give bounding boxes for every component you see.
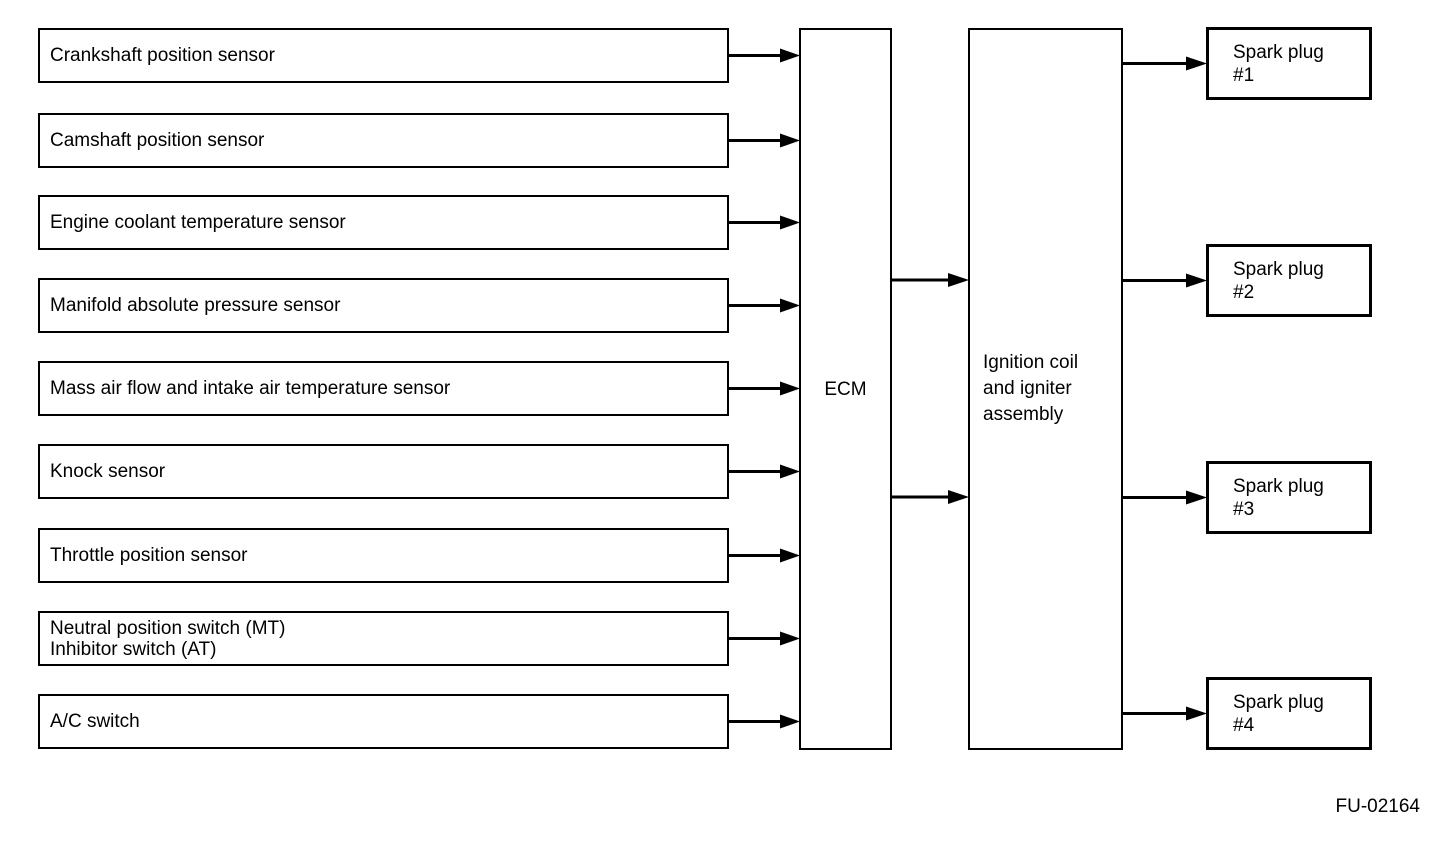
input-box-label: Engine coolant temperature sensor bbox=[50, 212, 346, 233]
arrow-ignition-to-spark-plug-4 bbox=[1123, 706, 1207, 721]
spark-plug-label: Spark plug #1 bbox=[1233, 41, 1324, 86]
arrow-neutral-inhibitor-to-ecm bbox=[729, 631, 800, 646]
input-box-mass-air-flow-and-intake-air-temperature-sensor: Mass air flow and intake air temperature… bbox=[38, 361, 729, 416]
arrow-camshaft-to-ecm bbox=[729, 133, 800, 148]
input-box-throttle-position-sensor: Throttle position sensor bbox=[38, 528, 729, 583]
arrow-knock-sensor-to-ecm bbox=[729, 464, 800, 479]
arrow-ignition-to-spark-plug-2 bbox=[1123, 273, 1207, 288]
input-box-neutral-position-inhibitor-switch: Neutral position switch (MT) Inhibitor s… bbox=[38, 611, 729, 666]
input-box-label: Knock sensor bbox=[50, 461, 166, 482]
spark-plug-label: Spark plug #4 bbox=[1233, 691, 1324, 736]
ignition-coil-igniter-assembly-box: Ignition coil and igniter assembly bbox=[968, 28, 1123, 750]
arrow-crankshaft-to-ecm bbox=[729, 48, 800, 63]
spark-plug-label: Spark plug #3 bbox=[1233, 475, 1324, 520]
ecm-box: ECM bbox=[799, 28, 892, 750]
arrow-manifold-pressure-to-ecm bbox=[729, 298, 800, 313]
input-box-label: Camshaft position sensor bbox=[50, 130, 265, 151]
figure-id-label: FU-02164 bbox=[1335, 796, 1421, 817]
arrow-ecm-to-ignition-lower bbox=[892, 490, 969, 504]
arrow-mass-air-flow-to-ecm bbox=[729, 381, 800, 396]
ecm-label: ECM bbox=[824, 378, 867, 400]
input-box-camshaft-position-sensor: Camshaft position sensor bbox=[38, 113, 729, 168]
output-box-spark-plug-4: Spark plug #4 bbox=[1206, 677, 1372, 750]
arrow-ignition-to-spark-plug-3 bbox=[1123, 490, 1207, 505]
arrow-ecm-to-ignition-upper bbox=[892, 273, 969, 287]
input-box-label: Neutral position switch (MT) Inhibitor s… bbox=[50, 617, 286, 660]
spark-plug-label: Spark plug #2 bbox=[1233, 258, 1324, 303]
arrow-ac-switch-to-ecm bbox=[729, 714, 800, 729]
output-box-spark-plug-3: Spark plug #3 bbox=[1206, 461, 1372, 534]
input-box-ac-switch: A/C switch bbox=[38, 694, 729, 749]
input-box-engine-coolant-temperature-sensor: Engine coolant temperature sensor bbox=[38, 195, 729, 250]
input-box-label: Manifold absolute pressure sensor bbox=[50, 295, 341, 316]
input-box-manifold-absolute-pressure-sensor: Manifold absolute pressure sensor bbox=[38, 278, 729, 333]
input-box-knock-sensor: Knock sensor bbox=[38, 444, 729, 499]
input-box-label: A/C switch bbox=[50, 711, 140, 732]
arrow-coolant-temp-to-ecm bbox=[729, 215, 800, 230]
output-box-spark-plug-2: Spark plug #2 bbox=[1206, 244, 1372, 317]
input-box-label: Throttle position sensor bbox=[50, 545, 248, 566]
input-box-label: Mass air flow and intake air temperature… bbox=[50, 378, 451, 399]
input-box-crankshaft-position-sensor: Crankshaft position sensor bbox=[38, 28, 729, 83]
input-box-label: Crankshaft position sensor bbox=[50, 45, 275, 66]
ignition-coil-label: Ignition coil and igniter assembly bbox=[983, 352, 1079, 425]
arrow-ignition-to-spark-plug-1 bbox=[1123, 56, 1207, 71]
output-box-spark-plug-1: Spark plug #1 bbox=[1206, 27, 1372, 100]
arrow-throttle-position-to-ecm bbox=[729, 548, 800, 563]
